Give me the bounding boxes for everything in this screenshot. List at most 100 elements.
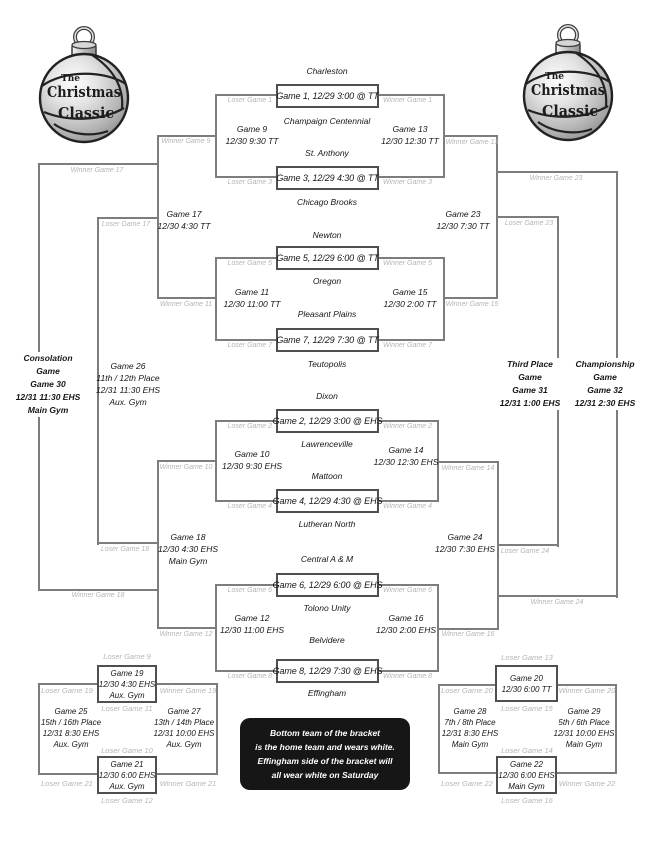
game-title: Game 14 <box>388 445 424 455</box>
bracket-line <box>437 628 499 630</box>
game-1-label: Game 1, 12/29 3:00 @ TT <box>276 91 379 101</box>
bracket-line <box>443 135 498 137</box>
logo-text-classic: Classic <box>542 102 598 120</box>
bracket-line <box>97 217 99 545</box>
game-place: 11th / 12th Place <box>96 373 160 383</box>
bracket-line <box>215 670 276 672</box>
game-4-box: Game 4, 12/29 4:30 @ EHS <box>273 489 383 513</box>
loser-game-20-label: Loser Game 20 <box>441 686 493 695</box>
game-heading: Game <box>518 372 542 382</box>
game-time: 12/30 12:30 TT <box>381 136 439 146</box>
team-pleasant-plains: Pleasant Plains <box>297 309 357 319</box>
winner-game-5-label: Winner Game 5 <box>383 260 432 267</box>
game-2-label: Game 2, 12/29 3:00 @ EHS <box>272 416 383 426</box>
note-line: Bottom team of the bracket <box>269 728 381 738</box>
team-oregon: Oregon <box>312 276 342 286</box>
winner-game-14-label: Winner Game 14 <box>441 465 495 472</box>
bracket-line <box>379 339 445 341</box>
game-6-label: Game 6, 12/29 6:00 @ EHS <box>272 580 383 590</box>
game-heading: Championship <box>575 359 635 369</box>
loser-game-8-label: Loser Game 8 <box>227 673 272 680</box>
game-time: 12/30 6:00 EHS <box>498 770 555 780</box>
game-19-box: Game 19 12/30 4:30 EHS Aux. Gym <box>97 665 157 703</box>
logo-text-classic: Classic <box>58 104 114 122</box>
winner-game-2-label: Winner Game 2 <box>383 423 432 430</box>
logo-text-christmas: Christmas <box>47 83 121 101</box>
game-6-box: Game 6, 12/29 6:00 @ EHS <box>273 573 383 597</box>
game-venue: Aux. Gym <box>166 740 202 749</box>
game-title: Game 32 <box>587 385 623 395</box>
game-title: Game 31 <box>512 385 548 395</box>
bracket-line <box>157 297 217 299</box>
game-title: Game 25 <box>54 707 88 716</box>
game-title: Game 24 <box>447 532 483 542</box>
game-3-box: Game 3, 12/29 4:30 @ TT <box>276 166 379 190</box>
loser-game-1-label: Loser Game 1 <box>227 97 272 104</box>
winner-game-9-label: Winner Game 9 <box>161 138 211 145</box>
bracket-line <box>215 257 276 259</box>
game-heading: Third Place <box>507 359 553 369</box>
loser-game-10-feed-label: Loser Game 10 <box>101 746 153 755</box>
team-mattoon: Mattoon <box>311 471 343 481</box>
winner-game-23-label: Winner Game 23 <box>529 175 583 182</box>
game-venue: Main Gym <box>451 740 489 749</box>
game-time: 12/30 4:30 EHS <box>157 544 218 554</box>
loser-game-13-feed-label: Loser Game 13 <box>501 653 553 662</box>
bracket-line <box>496 171 618 173</box>
loser-game-3-label: Loser Game 3 <box>227 179 272 186</box>
bracket-line <box>157 135 217 137</box>
team-central-a-and-m: Central A & M <box>300 554 354 564</box>
loser-game-7-label: Loser Game 7 <box>227 342 272 349</box>
bracket-line <box>215 500 276 502</box>
team-belvidere: Belvidere <box>309 635 345 645</box>
team-lawrenceville: Lawrenceville <box>301 439 353 449</box>
game-title: Game 17 <box>166 209 202 219</box>
loser-game-16-feed-label: Loser Game 16 <box>501 796 553 805</box>
bracket-line <box>443 257 445 341</box>
game-5-box: Game 5, 12/29 6:00 @ TT <box>276 246 379 270</box>
game-title: Game 30 <box>30 379 66 389</box>
game-title: Game 11 <box>234 287 270 297</box>
team-lutheran-north: Lutheran North <box>298 519 356 529</box>
loser-game-23-label: Loser Game 23 <box>504 220 554 227</box>
logo-text-the: The <box>545 72 564 82</box>
game-place: 5th / 6th Place <box>558 718 610 727</box>
game-time: 12/31 8:30 EHS <box>42 729 100 738</box>
game-time: 12/31 11:30 EHS <box>15 392 81 402</box>
game-title: Game 12 <box>234 613 270 623</box>
bracket-line <box>497 595 618 597</box>
game-place: 7th / 8th Place <box>444 718 496 727</box>
game-20-box: Game 20 12/30 6:00 TT <box>495 665 558 702</box>
game-time: 12/31 2:30 EHS <box>574 398 636 408</box>
team-newton: Newton <box>312 230 342 240</box>
game-time: 12/31 10:00 EHS <box>153 729 215 738</box>
bracket-line <box>157 460 217 462</box>
game-time: 12/30 9:30 TT <box>225 136 279 146</box>
game-5-label: Game 5, 12/29 6:00 @ TT <box>276 253 379 263</box>
bracket-line <box>97 217 159 219</box>
basketball-ball <box>38 52 130 144</box>
winner-game-22-label: Winner Game 22 <box>558 779 616 788</box>
bracket-line <box>437 461 499 463</box>
game-title: Game 27 <box>167 707 201 716</box>
bracket-line <box>215 420 276 422</box>
game-place: 15th / 16th Place <box>40 718 102 727</box>
game-venue: Aux. Gym <box>53 740 89 749</box>
game-time: 12/30 2:00 EHS <box>375 625 436 635</box>
bracket-line <box>157 627 217 629</box>
game-heading: Game <box>36 366 60 376</box>
bracket-line <box>379 670 439 672</box>
game-heading: Consolation <box>23 353 73 363</box>
loser-game-24-label: Loser Game 24 <box>500 548 550 555</box>
team-dixon: Dixon <box>316 391 338 401</box>
game-venue: Main Gym <box>27 405 69 415</box>
loser-game-22-label: Loser Game 22 <box>441 779 493 788</box>
loser-game-15-feed-label: Loser Game 15 <box>501 704 553 713</box>
